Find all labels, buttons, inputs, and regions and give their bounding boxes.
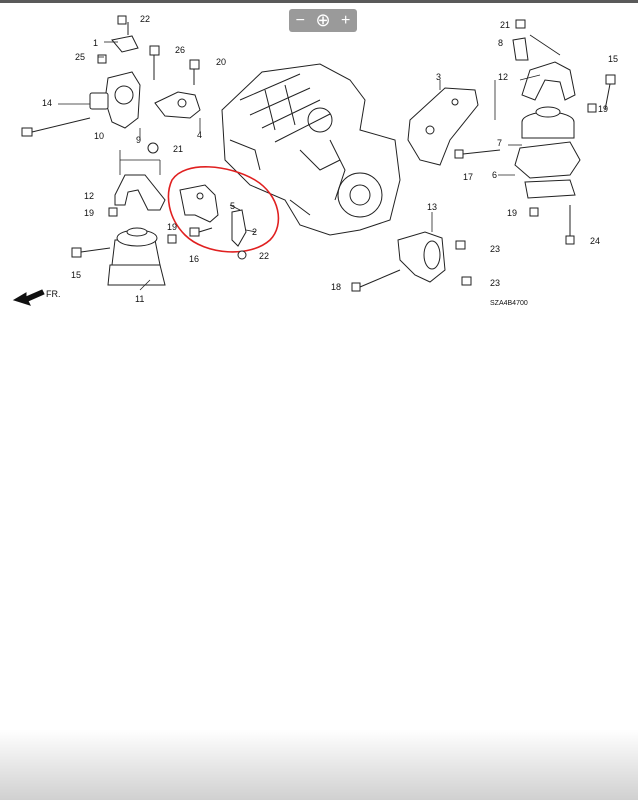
callout-10: 10 — [94, 131, 104, 141]
zoom-fit-icon[interactable]: ⊕ — [315, 10, 331, 30]
callout-12-right: 12 — [498, 72, 508, 82]
part-13-mount — [397, 231, 446, 283]
callout-12-left: 12 — [84, 191, 94, 201]
callout-13: 13 — [427, 202, 437, 212]
callout-15-right: 15 — [608, 54, 618, 64]
part-4-bracket — [154, 91, 201, 119]
bolts — [21, 15, 616, 292]
callout-25: 25 — [75, 52, 85, 62]
callout-6: 6 — [492, 170, 497, 180]
callout-7: 7 — [497, 138, 502, 148]
callout-18: 18 — [331, 282, 341, 292]
callout-3: 3 — [436, 72, 441, 82]
part-7-mount — [514, 106, 581, 199]
window-top-edge — [0, 0, 638, 3]
callout-1: 1 — [93, 38, 98, 48]
callout-21-left: 21 — [173, 144, 183, 154]
callout-2: 2 — [252, 227, 257, 237]
callout-11: 11 — [135, 294, 144, 304]
callout-19-mid: 19 — [167, 222, 177, 232]
zoom-in-icon[interactable]: + — [340, 12, 351, 29]
callout-15-left: 15 — [71, 270, 81, 280]
highlight-circle — [167, 166, 280, 253]
callout-14: 14 — [42, 98, 52, 108]
callout-labels: 1 2 3 4 5 6 7 8 9 10 11 12 12 13 14 15 1… — [42, 14, 618, 307]
callout-19-right: 19 — [598, 104, 608, 114]
callout-8: 8 — [498, 38, 503, 48]
callout-22-top: 22 — [140, 14, 150, 24]
callout-19-lower: 19 — [507, 208, 517, 218]
drawing-code: SZA4B4700 — [490, 300, 528, 307]
engine-assembly-drawing — [221, 63, 401, 236]
callout-16: 16 — [189, 254, 199, 264]
part-3-bracket — [407, 87, 479, 166]
part-9-mount — [89, 22, 141, 129]
bottom-gradient-bar — [0, 730, 638, 800]
callout-26: 26 — [175, 45, 185, 55]
part-12-bracket-right — [512, 37, 576, 101]
leader-lines — [58, 34, 561, 291]
front-arrow-icon — [12, 289, 45, 306]
callout-23-lower: 23 — [490, 278, 500, 288]
part-12-bracket-left — [114, 174, 166, 211]
callout-21-right: 21 — [500, 20, 510, 30]
callout-9: 9 — [136, 135, 141, 145]
callout-24: 24 — [590, 236, 600, 246]
callout-22-bottom: 22 — [259, 251, 269, 261]
zoom-out-icon[interactable]: − — [295, 12, 305, 29]
callout-20: 20 — [216, 57, 226, 67]
callout-19-left: 19 — [84, 208, 94, 218]
front-direction-label: FR. — [46, 289, 61, 299]
callout-23-upper: 23 — [490, 244, 500, 254]
part-11-mount — [107, 227, 166, 286]
part-5-bracket — [179, 184, 247, 247]
callout-4: 4 — [197, 130, 202, 140]
zoom-toolbar: − ⊕ + — [289, 9, 357, 32]
callout-5: 5 — [230, 201, 235, 211]
callout-17: 17 — [463, 172, 473, 182]
